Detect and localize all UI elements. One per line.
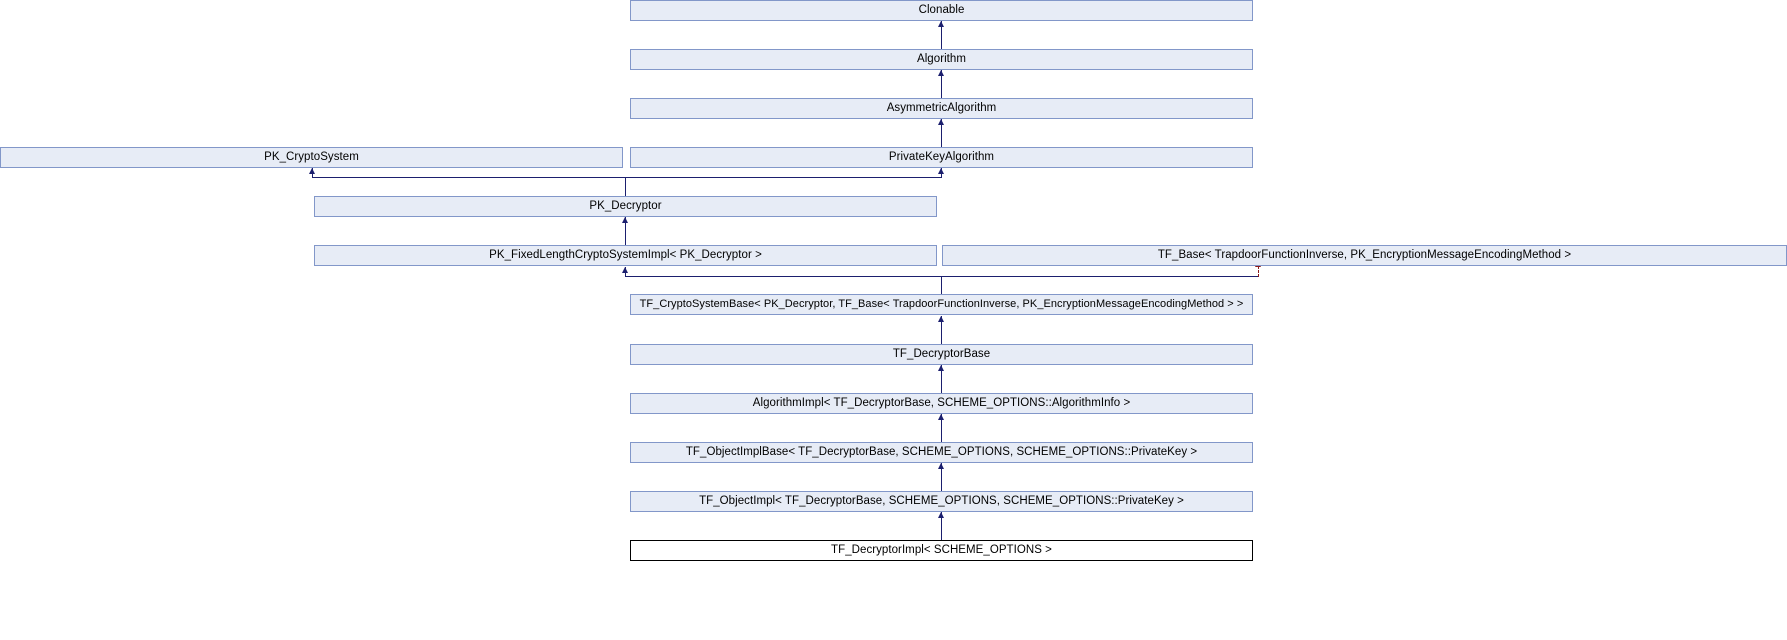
node-tf-cryptosystembase[interactable]: TF_CryptoSystemBase< PK_Decryptor, TF_Ba… — [630, 294, 1253, 315]
node-tf-decryptorbase-label: TF_DecryptorBase — [892, 347, 991, 360]
arrowhead-algorithm-to-clonable — [937, 21, 944, 27]
edge-algorithmimpl-to-tfdecryptorbase — [941, 365, 942, 393]
node-pk-decryptor[interactable]: PK_Decryptor — [314, 196, 937, 217]
node-pk-cryptosystem[interactable]: PK_CryptoSystem — [0, 147, 623, 168]
node-clonable[interactable]: Clonable — [630, 0, 1253, 21]
node-tf-base[interactable]: TF_Base< TrapdoorFunctionInverse, PK_Enc… — [942, 245, 1787, 266]
edge-bus-pk-decryptor — [312, 177, 942, 178]
node-pk-fixedlengthcryptosystemimpl-label: PK_FixedLengthCryptoSystemImpl< PK_Decry… — [489, 248, 762, 261]
node-pk-cryptosystem-label: PK_CryptoSystem — [264, 150, 359, 163]
edge-tfobjectimpl-to-tfobjectimplbase — [941, 463, 942, 491]
node-tf-base-label: TF_Base< TrapdoorFunctionInverse, PK_Enc… — [1157, 248, 1572, 261]
node-asymmetric-algorithm[interactable]: AsymmetricAlgorithm — [630, 98, 1253, 119]
node-asymmetric-algorithm-label: AsymmetricAlgorithm — [886, 101, 997, 114]
edge-bus-drop-tf-cryptosystembase — [941, 276, 942, 295]
arrowhead-asymmetricalgorithm-to-algorithm — [937, 70, 944, 76]
arrowhead-pkdecryptor-to-pkcryptosystem — [308, 168, 315, 174]
node-tf-cryptosystembase-label: TF_CryptoSystemBase< PK_Decryptor, TF_Ba… — [639, 298, 1244, 310]
arrowhead-tfobjectimpl-to-tfobjectimplbase — [937, 463, 944, 469]
node-algorithm-label: Algorithm — [916, 52, 967, 65]
edge-privatekeyalgorithm-to-asymmetricalgorithm — [941, 119, 942, 147]
edge-tfcsbase-to-tfbase-dashed — [1258, 266, 1259, 277]
arrowhead-tfobjectimplbase-to-algorithmimpl — [937, 414, 944, 420]
node-clonable-label: Clonable — [918, 3, 965, 16]
node-algorithm[interactable]: Algorithm — [630, 49, 1253, 70]
arrowhead-privatekeyalgorithm-to-asymmetricalgorithm — [937, 119, 944, 125]
node-tf-objectimpl[interactable]: TF_ObjectImpl< TF_DecryptorBase, SCHEME_… — [630, 491, 1253, 512]
node-tf-objectimplbase-label: TF_ObjectImplBase< TF_DecryptorBase, SCH… — [685, 445, 1198, 458]
node-privatekey-algorithm-label: PrivateKeyAlgorithm — [888, 150, 995, 163]
arrowhead-tfdecryptorbase-to-tfcryptosystembase — [937, 316, 944, 322]
arrowhead-algorithmimpl-to-tfdecryptorbase — [937, 365, 944, 371]
node-algorithmimpl[interactable]: AlgorithmImpl< TF_DecryptorBase, SCHEME_… — [630, 393, 1253, 414]
arrowhead-tfdecryptorimpl-to-tfobjectimpl — [937, 512, 944, 518]
edge-pkfixedlength-to-pkdecryptor — [625, 217, 626, 245]
edge-tfdecryptorbase-to-tfcryptosystembase — [941, 316, 942, 344]
node-pk-decryptor-label: PK_Decryptor — [589, 199, 662, 212]
node-algorithmimpl-label: AlgorithmImpl< TF_DecryptorBase, SCHEME_… — [752, 396, 1131, 409]
node-pk-fixedlengthcryptosystemimpl[interactable]: PK_FixedLengthCryptoSystemImpl< PK_Decry… — [314, 245, 937, 266]
node-privatekey-algorithm[interactable]: PrivateKeyAlgorithm — [630, 147, 1253, 168]
edge-asymmetricalgorithm-to-algorithm — [941, 70, 942, 98]
arrowhead-pkdecryptor-to-privatekeyalgorithm — [937, 168, 944, 174]
arrowhead-pkfixedlength-to-pkdecryptor — [621, 217, 628, 223]
node-tf-decryptorimpl-label: TF_DecryptorImpl< SCHEME_OPTIONS > — [831, 543, 1052, 556]
node-tf-objectimpl-label: TF_ObjectImpl< TF_DecryptorBase, SCHEME_… — [699, 494, 1184, 507]
arrowhead-tfcsbase-to-pkfixedlength — [621, 267, 628, 273]
node-tf-objectimplbase[interactable]: TF_ObjectImplBase< TF_DecryptorBase, SCH… — [630, 442, 1253, 463]
node-tf-decryptorbase[interactable]: TF_DecryptorBase — [630, 344, 1253, 365]
edge-algorithm-to-clonable — [941, 21, 942, 49]
edge-bus-drop-pk-decryptor — [625, 177, 626, 196]
edge-tfdecryptorimpl-to-tfobjectimpl — [941, 512, 942, 540]
edge-tfobjectimplbase-to-algorithmimpl — [941, 414, 942, 442]
node-tf-decryptorimpl[interactable]: TF_DecryptorImpl< SCHEME_OPTIONS > — [630, 540, 1253, 561]
